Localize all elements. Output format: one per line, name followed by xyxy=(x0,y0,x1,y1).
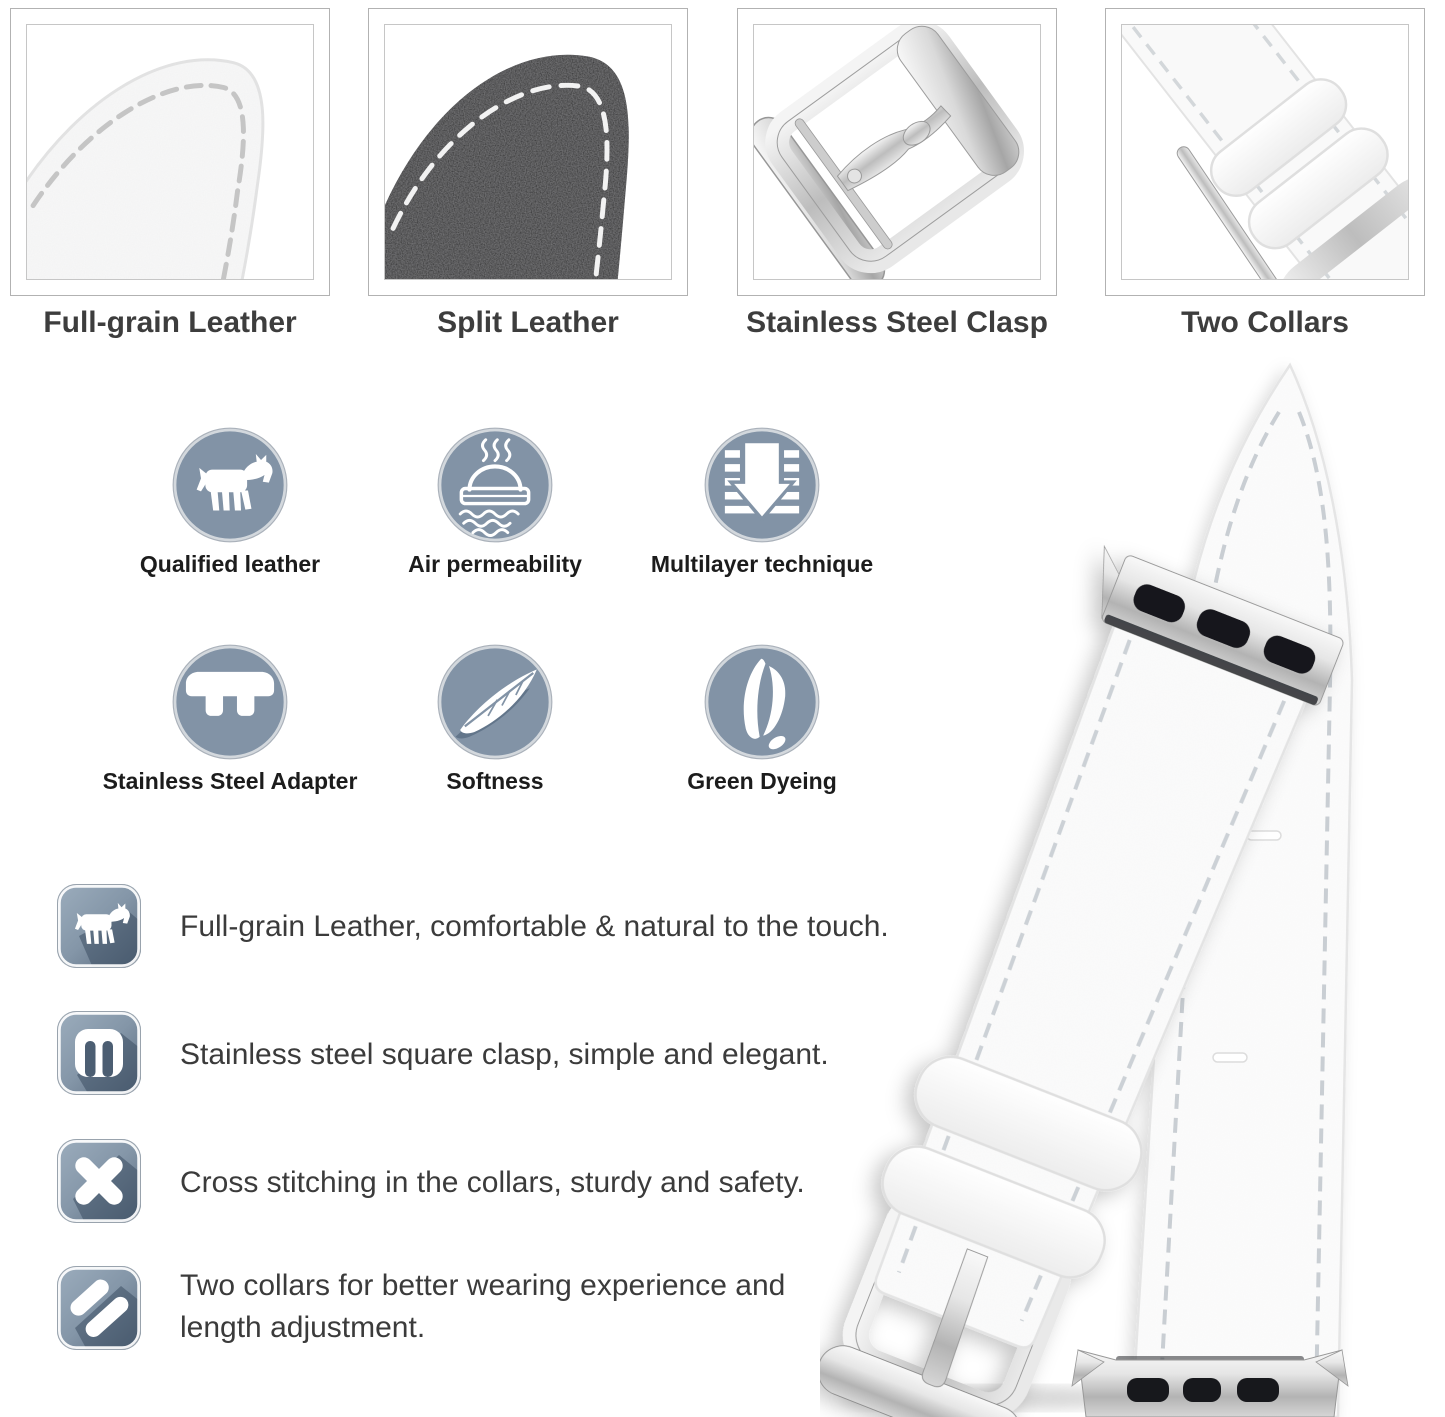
feature-box-split-leather xyxy=(368,8,688,296)
feature-box-steel-clasp xyxy=(737,8,1057,296)
two-collars-photo xyxy=(1121,24,1409,280)
badge-label: Green Dyeing xyxy=(687,768,837,794)
badge-qualified-leather xyxy=(172,427,288,543)
bullet-tile-cross xyxy=(57,1139,141,1223)
badge-green-dyeing xyxy=(704,644,820,760)
cow-icon xyxy=(57,884,141,968)
bullet-tile-clasp xyxy=(57,1011,141,1095)
breathable-mattress-icon xyxy=(437,427,553,543)
badge-multilayer-technique xyxy=(704,427,820,543)
bullet-text: Cross stitching in the collars, sturdy a… xyxy=(180,1166,805,1199)
feather-icon xyxy=(437,644,553,760)
layers-down-arrow-icon xyxy=(704,427,820,543)
badge-stainless-steel-adapter xyxy=(172,644,288,760)
watch-band-illustration xyxy=(817,362,1354,1417)
buckle-strap xyxy=(817,544,1344,1417)
feature-box-full-grain xyxy=(10,8,330,296)
badge-air-permeability xyxy=(437,427,553,543)
steel-buckle-photo xyxy=(753,24,1041,280)
feature-box-label: Split Leather xyxy=(437,306,619,339)
two-collars-icon xyxy=(57,1266,141,1350)
leaf-dye-icon xyxy=(704,644,820,760)
cow-icon xyxy=(172,427,288,543)
full-grain-leather-photo xyxy=(26,24,314,280)
product-photo xyxy=(817,350,1445,1417)
bullet-text: Stainless steel square clasp, simple and… xyxy=(180,1038,829,1071)
bullet-text: Full-grain Leather, comfortable & natura… xyxy=(180,910,889,943)
feature-box-two-collars xyxy=(1105,8,1425,296)
badge-label: Stainless Steel Adapter xyxy=(102,768,358,794)
split-leather-photo xyxy=(384,24,672,280)
feature-box-label: Full-grain Leather xyxy=(43,306,297,339)
bullet-text: Two collars for better wearing experienc… xyxy=(180,1269,786,1344)
watch-adapter-icon xyxy=(172,644,288,760)
square-clasp-icon xyxy=(57,1011,141,1095)
feature-box-label: Stainless Steel Clasp xyxy=(746,306,1048,339)
bullet-tile-collars xyxy=(57,1266,141,1350)
badge-label: Multilayer technique xyxy=(650,551,874,577)
badge-label: Air permeability xyxy=(408,551,582,577)
bullet-tile-cow xyxy=(57,884,141,968)
badge-label: Softness xyxy=(446,768,544,794)
watch-adapter xyxy=(1071,1349,1349,1417)
badge-softness xyxy=(437,644,553,760)
badge-label: Qualified leather xyxy=(139,551,321,577)
cross-stitch-icon xyxy=(57,1139,141,1223)
feature-box-label: Two Collars xyxy=(1181,306,1349,339)
